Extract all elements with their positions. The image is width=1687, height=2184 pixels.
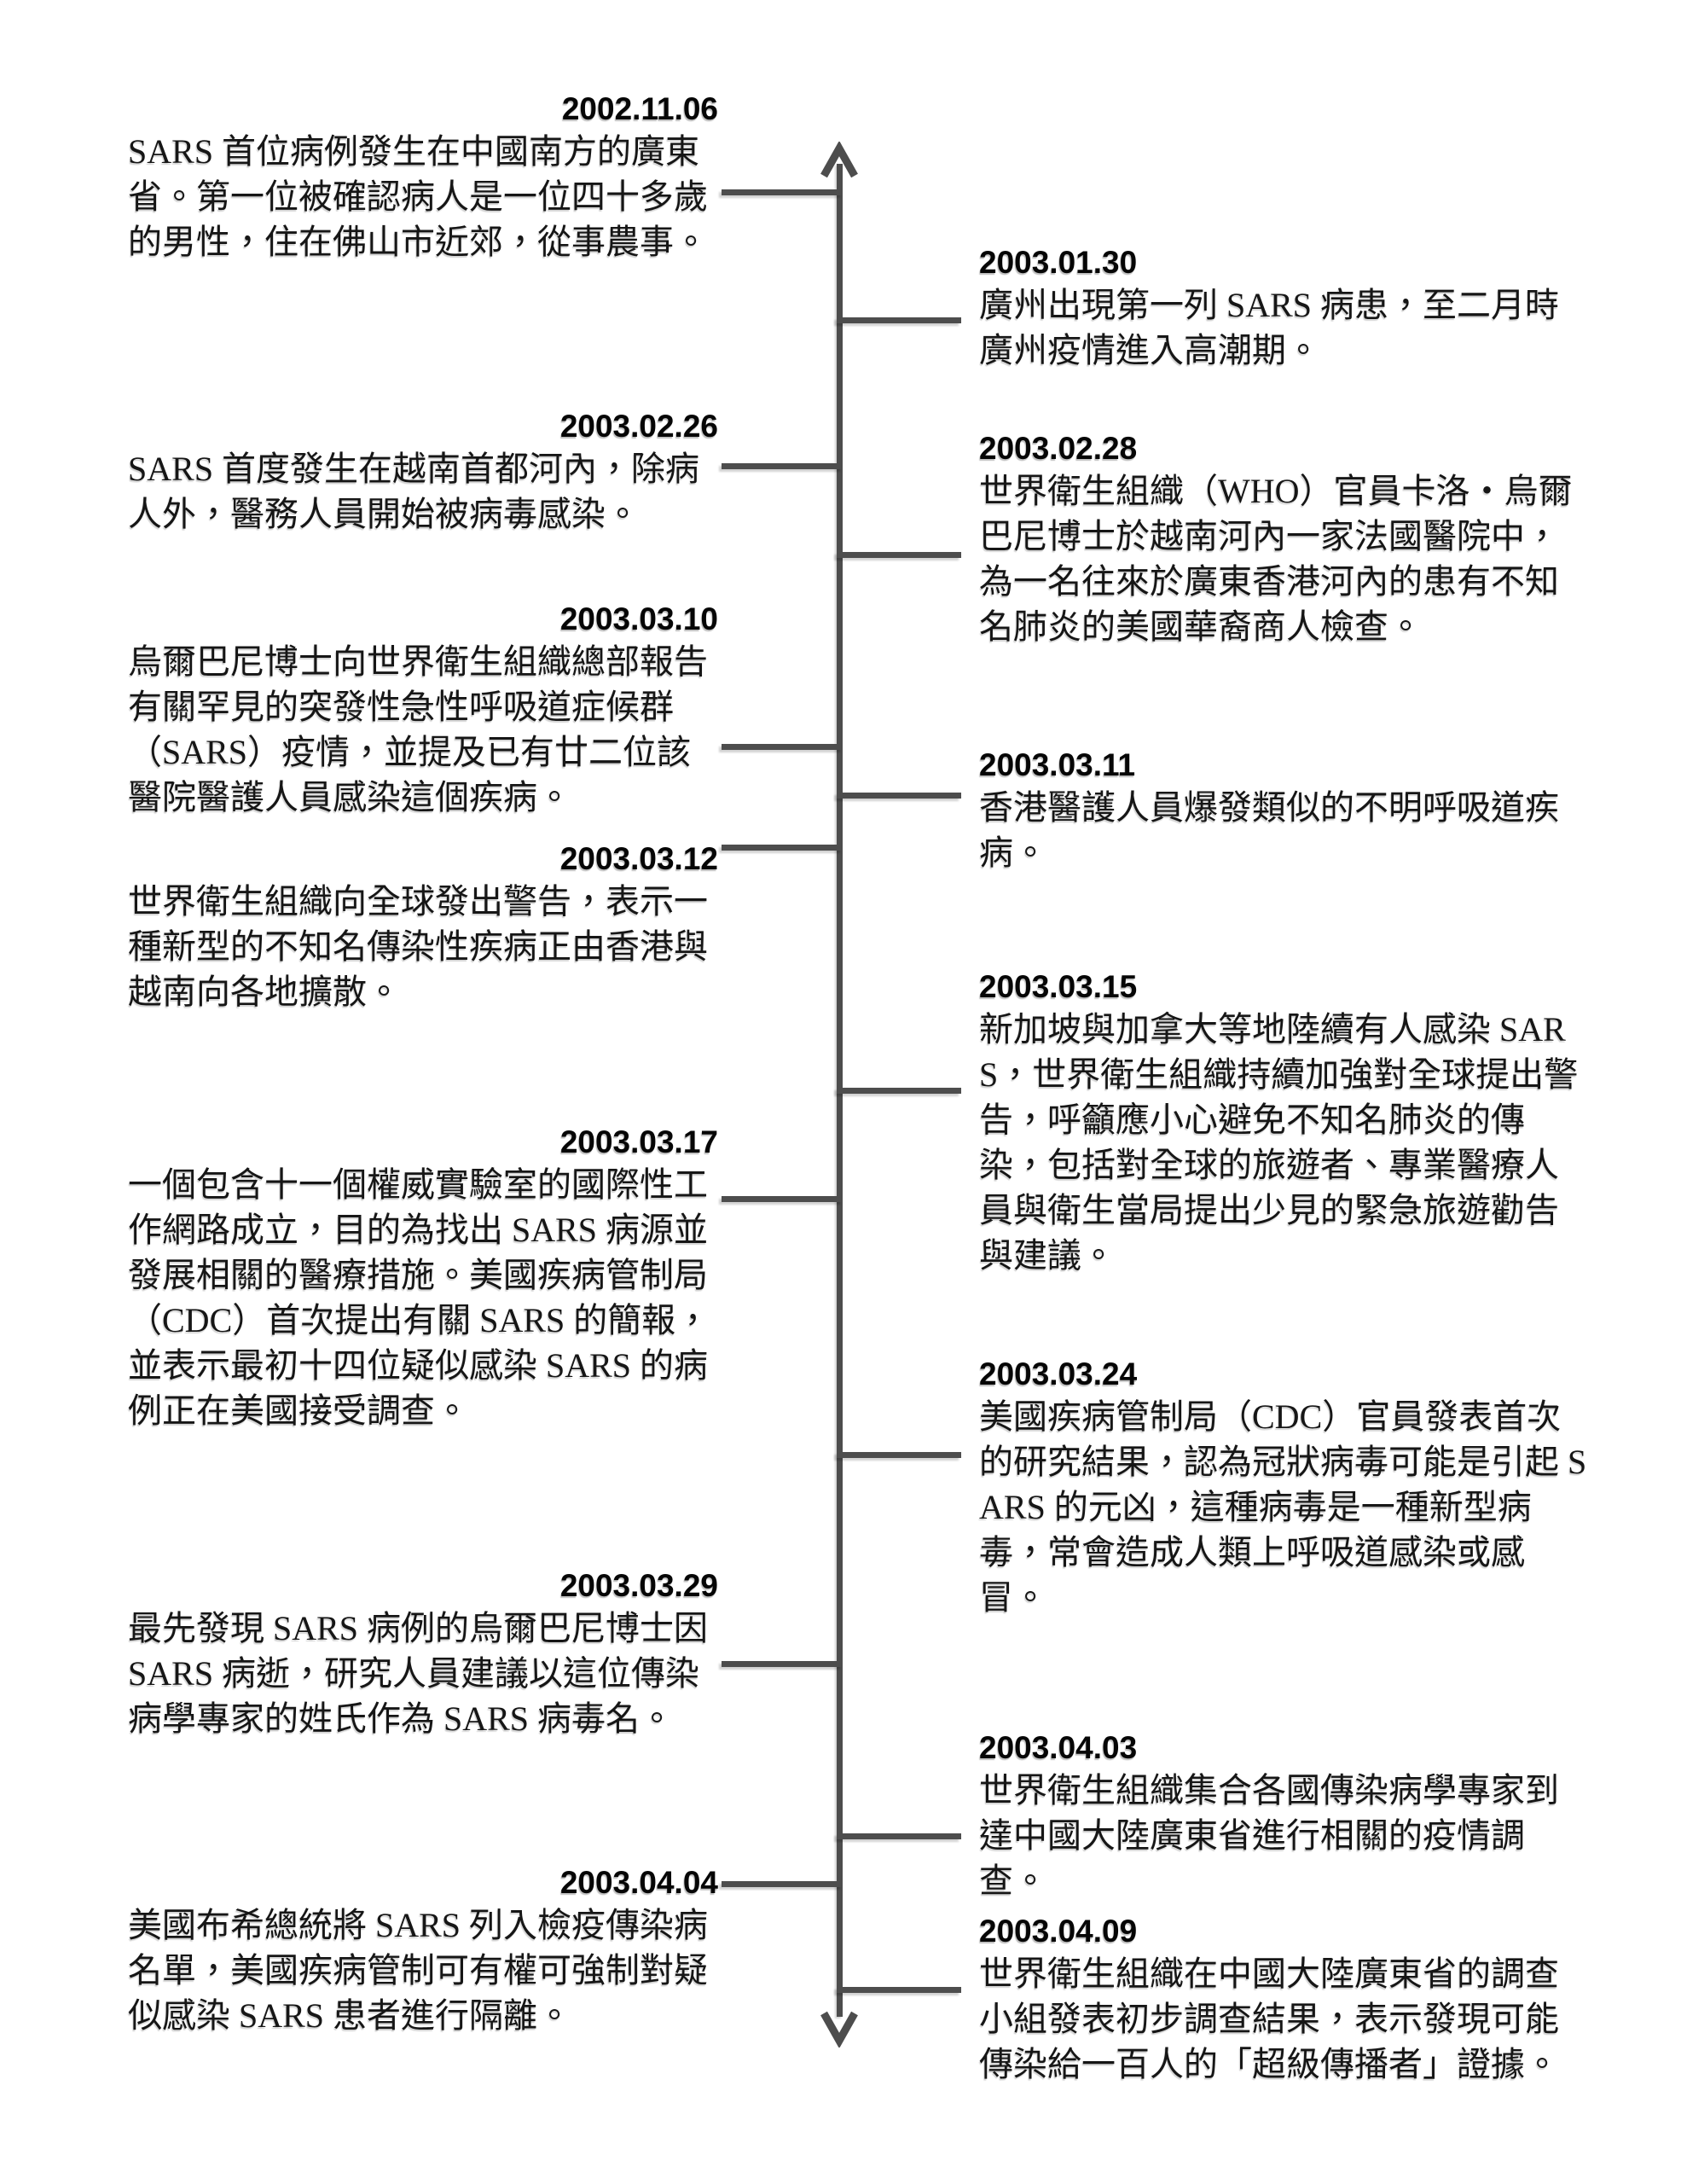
entry-2003-02-26: 2003.02.26 SARS 首度發生在越南首都河內，除病人外，醫務人員開始被… bbox=[128, 407, 725, 537]
connector-line bbox=[837, 552, 961, 558]
connector-line bbox=[837, 1833, 961, 1839]
connector-line bbox=[722, 1196, 843, 1202]
connector-line bbox=[837, 793, 961, 799]
connector-line bbox=[722, 1661, 843, 1667]
entry-date: 2003.04.03 bbox=[979, 1730, 1138, 1765]
connector-line bbox=[837, 1452, 961, 1458]
entry-date: 2003.02.26 bbox=[559, 409, 718, 444]
entry-text: 最先發現 SARS 病例的烏爾巴尼博士因 SARS 病逝，研究人員建議以這位傳染… bbox=[128, 1609, 709, 1738]
entry-text: 一個包含十一個權威實驗室的國際性工作網路成立，目的為找出 SARS 病源並發展相… bbox=[128, 1165, 710, 1430]
entry-date: 2003.03.15 bbox=[979, 969, 1138, 1004]
entry-text: 美國疾病管制局（CDC）官員發表首次的研究結果，認為冠狀病毒可能是引起 SARS… bbox=[979, 1397, 1587, 1617]
entry-date: 2003.01.30 bbox=[979, 245, 1138, 280]
entry-date: 2003.03.12 bbox=[559, 841, 718, 876]
entry-text: 世界衛生組織集合各國傳染病學專家到達中國大陸廣東省進行相關的疫情調查。 bbox=[979, 1771, 1559, 1900]
entry-text: SARS 首位病例發生在中國南方的廣東省。第一位被確認病人是一位四十多歲的男性，… bbox=[128, 132, 708, 261]
entry-text: 香港醫護人員爆發類似的不明呼吸道疾病。 bbox=[979, 788, 1559, 872]
entry-date: 2003.03.10 bbox=[559, 601, 718, 636]
entry-date: 2003.04.04 bbox=[559, 1865, 718, 1900]
connector-line bbox=[722, 189, 843, 195]
entry-text: SARS 首度發生在越南首都河內，除病人外，醫務人員開始被病毒感染。 bbox=[128, 450, 700, 533]
connector-line bbox=[722, 744, 843, 750]
entry-date: 2003.04.09 bbox=[979, 1914, 1138, 1949]
entry-text: 世界衛生組織向全球發出警告，表示一種新型的不知名傳染性疾病正由香港與越南向各地擴… bbox=[128, 882, 708, 1011]
entry-2003-03-17: 2003.03.17 一個包含十一個權威實驗室的國際性工作網路成立，目的為找出 … bbox=[128, 1123, 725, 1433]
entry-text: 廣州出現第一列 SARS 病患，至二月時廣州疫情進入高潮期。 bbox=[979, 286, 1560, 369]
entry-date: 2003.03.11 bbox=[979, 747, 1136, 782]
entry-date: 2003.03.17 bbox=[559, 1124, 718, 1159]
entry-2003-03-29: 2003.03.29 最先發現 SARS 病例的烏爾巴尼博士因 SARS 病逝，… bbox=[128, 1566, 725, 1741]
entry-2003-01-30: 2003.01.30 廣州出現第一列 SARS 病患，至二月時廣州疫情進入高潮期… bbox=[979, 243, 1588, 373]
entry-date: 2002.11.06 bbox=[561, 91, 718, 126]
entry-2003-02-28: 2003.02.28 世界衛生組織（WHO）官員卡洛・烏爾巴尼博士於越南河內一家… bbox=[979, 429, 1588, 649]
connector-line bbox=[837, 317, 961, 323]
entry-2003-03-11: 2003.03.11 香港醫護人員爆發類似的不明呼吸道疾病。 bbox=[979, 746, 1588, 875]
entry-date: 2003.02.28 bbox=[979, 431, 1138, 466]
entry-text: 烏爾巴尼博士向世界衛生組織總部報告有關罕見的突發性急性呼吸道症候群（SARS）疫… bbox=[128, 642, 708, 816]
entry-date: 2003.03.29 bbox=[559, 1568, 718, 1603]
entry-2003-03-12: 2003.03.12 世界衛生組織向全球發出警告，表示一種新型的不知名傳染性疾病… bbox=[128, 839, 725, 1014]
entry-text: 世界衛生組織在中國大陸廣東省的調查小組發表初步調查結果，表示發現可能傳染給一百人… bbox=[979, 1955, 1559, 2083]
entry-text: 美國布希總統將 SARS 列入檢疫傳染病名單，美國疾病管制可有權可強制對疑似感染… bbox=[128, 1906, 709, 2035]
arrow-up-icon bbox=[820, 142, 858, 178]
connector-line bbox=[722, 1881, 843, 1887]
entry-text: 世界衛生組織（WHO）官員卡洛・烏爾巴尼博士於越南河內一家法國醫院中，為一名往來… bbox=[979, 472, 1573, 646]
arrow-down-icon bbox=[820, 2011, 858, 2048]
entry-2003-04-04: 2003.04.04 美國布希總統將 SARS 列入檢疫傳染病名單，美國疾病管制… bbox=[128, 1863, 725, 2038]
entry-2003-03-10: 2003.03.10 烏爾巴尼博士向世界衛生組織總部報告有關罕見的突發性急性呼吸… bbox=[128, 600, 725, 820]
connector-line bbox=[837, 1088, 961, 1094]
connector-line bbox=[722, 463, 843, 469]
connector-line bbox=[837, 1987, 961, 1993]
entry-2003-03-15: 2003.03.15 新加坡與加拿大等地陸續有人感染 SARS，世界衛生組織持續… bbox=[979, 967, 1588, 1278]
entry-2003-04-03: 2003.04.03 世界衛生組織集合各國傳染病學專家到達中國大陸廣東省進行相關… bbox=[979, 1728, 1588, 1903]
entry-text: 新加坡與加拿大等地陸續有人感染 SARS，世界衛生組織持續加強對全球提出警告，呼… bbox=[979, 1010, 1579, 1275]
connector-line bbox=[722, 845, 843, 851]
entry-date: 2003.03.24 bbox=[979, 1356, 1138, 1391]
entry-2002-11-06: 2002.11.06 SARS 首位病例發生在中國南方的廣東省。第一位被確認病人… bbox=[128, 90, 725, 264]
entry-2003-04-09: 2003.04.09 世界衛生組織在中國大陸廣東省的調查小組發表初步調查結果，表… bbox=[979, 1912, 1588, 2087]
entry-2003-03-24: 2003.03.24 美國疾病管制局（CDC）官員發表首次的研究結果，認為冠狀病… bbox=[979, 1355, 1588, 1620]
